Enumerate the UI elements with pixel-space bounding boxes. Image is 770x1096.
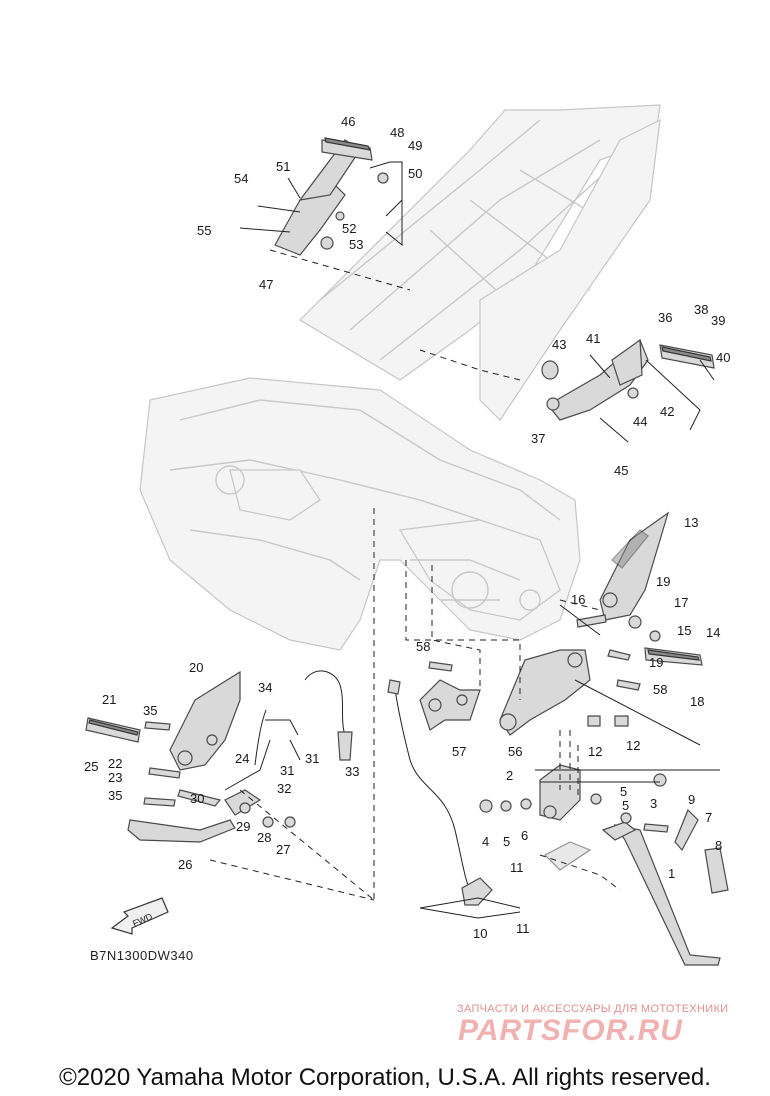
- callout-10: 10: [473, 926, 487, 941]
- callout-56: 56: [508, 744, 522, 759]
- callout-35a: 35: [143, 703, 157, 718]
- fwd-arrow-icon: FWD: [110, 897, 169, 935]
- callout-6: 6: [521, 828, 528, 843]
- callout-45: 45: [614, 463, 628, 478]
- watermark-tagline: ЗАПЧАСТИ И АКСЕССУАРЫ ДЛЯ МОТОТЕХНИКИ: [457, 1003, 729, 1015]
- copyright-notice: ©2020 Yamaha Motor Corporation, U.S.A. A…: [59, 1064, 711, 1091]
- rear-footrest-bracket-left: [541, 338, 715, 443]
- callout-52: 52: [342, 221, 356, 236]
- callout-54: 54: [234, 171, 248, 186]
- callout-30: 30: [190, 791, 204, 806]
- callout-8: 8: [715, 838, 722, 853]
- callout-28: 28: [257, 830, 271, 845]
- callout-29: 29: [236, 819, 250, 834]
- callout-37: 37: [531, 431, 545, 446]
- callout-31b: 31: [305, 751, 319, 766]
- frame-illustration: [139, 104, 661, 651]
- callout-16: 16: [571, 592, 585, 607]
- callout-21: 21: [102, 692, 116, 707]
- rear-footrest-bracket-right: [239, 137, 389, 256]
- callout-57: 57: [452, 744, 466, 759]
- callout-46: 46: [341, 114, 355, 129]
- support-brackets: [419, 649, 701, 746]
- callout-27: 27: [276, 842, 290, 857]
- diagram-code: B7N1300DW340: [90, 948, 194, 963]
- callout-3: 3: [650, 796, 657, 811]
- callout-53: 53: [349, 237, 363, 252]
- callout-38: 38: [694, 302, 708, 317]
- callout-15: 15: [677, 623, 691, 638]
- callout-11a: 11: [510, 860, 524, 875]
- callout-23: 23: [108, 770, 122, 785]
- callout-4: 4: [482, 834, 489, 849]
- callout-1: 1: [668, 866, 675, 881]
- callout-32: 32: [277, 781, 291, 796]
- callout-5b: 5: [622, 798, 629, 813]
- callout-17: 17: [674, 595, 688, 610]
- callout-12a: 12: [588, 744, 602, 759]
- callout-5a: 5: [503, 834, 510, 849]
- callout-26: 26: [178, 857, 192, 872]
- callout-2: 2: [506, 768, 513, 783]
- callout-22: 22: [108, 756, 122, 771]
- sidestand-assembly: [479, 764, 729, 966]
- callout-35b: 35: [108, 788, 122, 803]
- callout-40: 40: [716, 350, 730, 365]
- callout-49: 49: [408, 138, 422, 153]
- callout-13: 13: [684, 515, 698, 530]
- callout-48: 48: [390, 125, 404, 140]
- sidestand-switch: [387, 679, 493, 906]
- callout-44: 44: [633, 414, 647, 429]
- callout-33: 33: [345, 764, 359, 779]
- callout-43: 43: [552, 337, 566, 352]
- callout-11b: 11: [516, 921, 530, 936]
- callout-31a: 31: [280, 763, 294, 778]
- callout-5c: 5: [620, 784, 627, 799]
- callout-34: 34: [258, 680, 272, 695]
- callout-41: 41: [586, 331, 600, 346]
- callout-9: 9: [688, 792, 695, 807]
- footrest-bracket-left: [85, 670, 353, 843]
- callout-18: 18: [690, 694, 704, 709]
- callout-19b: 19: [649, 655, 663, 670]
- callout-20: 20: [189, 660, 203, 675]
- callout-24: 24: [235, 751, 249, 766]
- callout-19a: 19: [656, 574, 670, 589]
- callout-58b: 58: [653, 682, 667, 697]
- callout-numbers: 1 2 3 4 5 5 5 6 7 8 9 10 11 11 12 12 13 …: [84, 114, 730, 941]
- footrest-bracket-right: [576, 511, 703, 691]
- callout-25: 25: [84, 759, 98, 774]
- callout-58a: 58: [416, 639, 430, 654]
- watermark-logo: PARTSFOR.RU: [458, 1014, 683, 1047]
- callout-14: 14: [706, 625, 720, 640]
- callout-7: 7: [705, 810, 712, 825]
- callout-50: 50: [408, 166, 422, 181]
- callout-47: 47: [259, 277, 273, 292]
- callout-12b: 12: [626, 738, 640, 753]
- leader-lines: [209, 161, 720, 919]
- callout-39: 39: [711, 313, 725, 328]
- callout-42: 42: [660, 404, 674, 419]
- callout-51: 51: [276, 159, 290, 174]
- callout-36: 36: [658, 310, 672, 325]
- callout-55: 55: [197, 223, 211, 238]
